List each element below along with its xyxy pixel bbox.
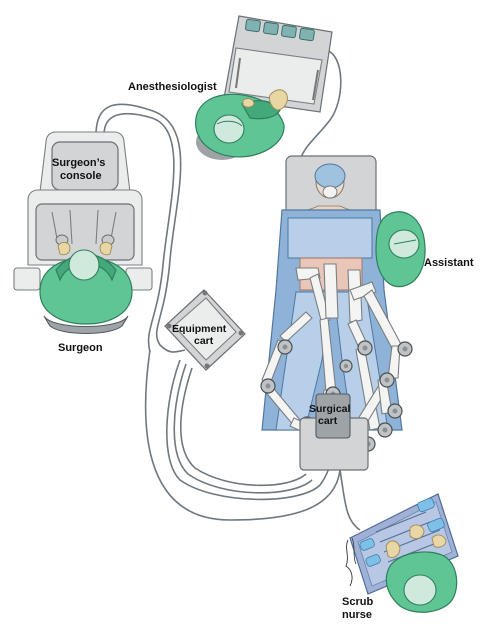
label-scrub-nurse-line2: nurse	[342, 609, 372, 621]
instrument-table	[349, 493, 459, 595]
scrub-nurse-figure	[385, 524, 458, 613]
artist-signature	[345, 537, 357, 587]
label-surgeons-console-line1: Surgeon’s	[52, 157, 105, 169]
assistant-figure	[375, 211, 426, 288]
label-equipment-cart-line1: Equipment	[172, 323, 227, 335]
surgical-cart	[299, 393, 369, 471]
equipment-cart	[164, 289, 246, 371]
arm-joints	[260, 339, 413, 453]
label-anesthesiologist: Anesthesiologist	[128, 81, 217, 93]
label-scrub-nurse-line1: Scrub	[342, 596, 373, 608]
label-surgical-cart-line2: cart	[318, 415, 338, 427]
anesthesia-machine	[223, 15, 333, 113]
cables	[95, 49, 361, 531]
label-surgical-cart-line1: Surgical	[309, 403, 351, 415]
anesthesiologist-figure	[195, 89, 288, 160]
surgeon-figure	[39, 241, 133, 334]
label-assistant: Assistant	[424, 257, 474, 269]
label-equipment-cart-line2: cart	[194, 335, 214, 347]
label-surgeon: Surgeon	[58, 342, 103, 354]
label-surgeons-console-line2: console	[60, 170, 102, 182]
